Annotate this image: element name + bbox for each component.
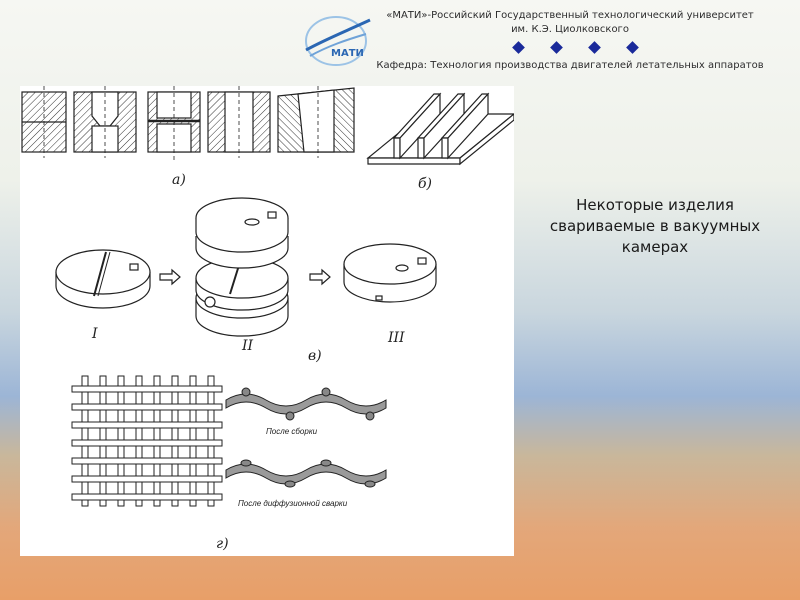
mati-logo	[305, 16, 371, 66]
ribbed-plate-b	[366, 92, 516, 166]
caption-line-3: камерах	[621, 238, 689, 256]
logo-text: МАТИ	[331, 48, 364, 59]
label-v: в)	[308, 348, 322, 364]
discs-v	[55, 197, 437, 337]
after-welding-label: После диффузионной сварки	[238, 499, 348, 508]
university-subtitle: им. К.Э. Циолковского	[511, 24, 629, 35]
slide-header: МАТИ «МАТИ»-Российский Государственный т…	[0, 0, 800, 80]
caption-line-2: свариваемые в вакуумных	[549, 217, 761, 235]
label-b: б)	[418, 176, 432, 192]
diamond-icon	[512, 41, 525, 54]
technical-figure: а) б)	[20, 86, 516, 556]
after-assembly-label: После сборки	[266, 427, 318, 436]
label-g: г)	[216, 536, 229, 552]
label-II: II	[241, 338, 254, 354]
diamond-icon	[626, 41, 639, 54]
department-name: Кафедра: Технология производства двигате…	[376, 60, 764, 71]
label-I: I	[91, 326, 98, 342]
slide-caption: Некоторые изделия свариваемые в вакуумны…	[530, 195, 780, 258]
figure-drawing: а) б)	[21, 86, 516, 552]
decorative-diamonds	[510, 40, 640, 56]
diamond-icon	[550, 41, 563, 54]
diamond-icon	[588, 41, 601, 54]
label-III: III	[387, 330, 405, 346]
mesh-g	[71, 375, 223, 507]
caption-line-1: Некоторые изделия	[576, 196, 734, 214]
university-name: «МАТИ»-Российский Государственный технол…	[386, 10, 754, 21]
weave-after	[225, 459, 387, 488]
sections-a	[21, 86, 355, 160]
weave-before	[225, 387, 387, 421]
label-a: а)	[172, 172, 186, 188]
